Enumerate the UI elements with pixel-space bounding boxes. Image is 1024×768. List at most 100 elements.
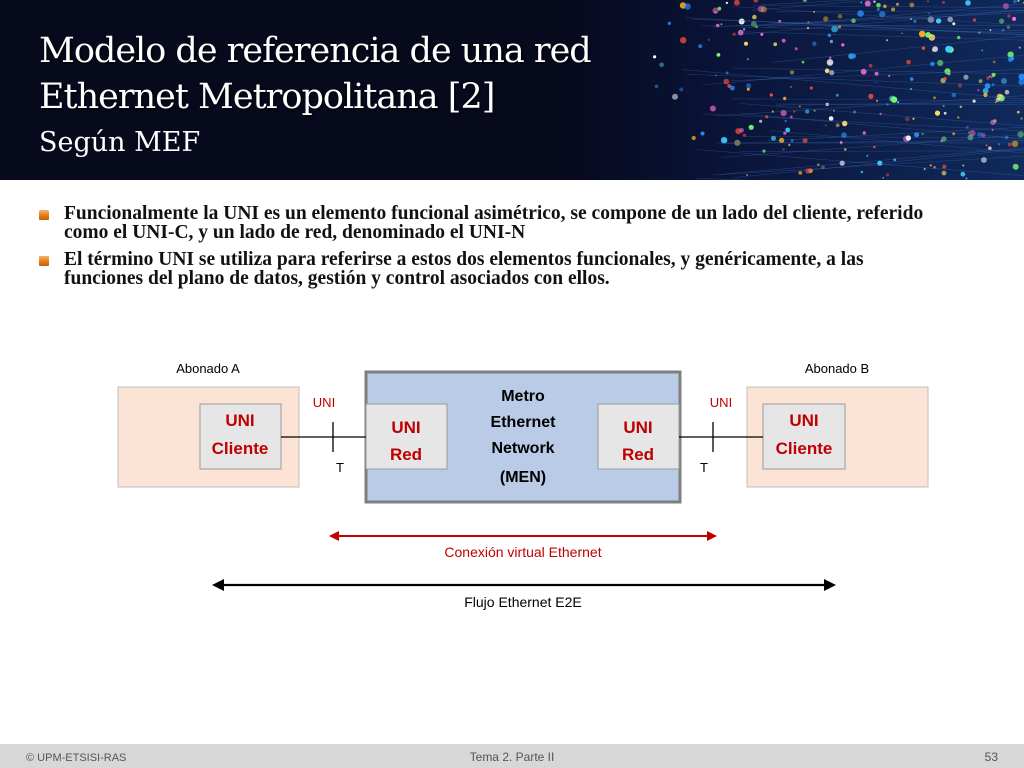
- fiber-light-dot: [1001, 78, 1007, 84]
- fiber-light-dot: [798, 171, 803, 175]
- fiber-light-dot: [1001, 28, 1005, 32]
- t-b-label: T: [700, 460, 708, 475]
- fiber-strand: [770, 130, 1024, 154]
- fiber-light-dot: [716, 53, 721, 57]
- fiber-light-dot: [837, 14, 843, 19]
- fiber-light-dot: [883, 4, 887, 9]
- fiber-dots: [653, 0, 1024, 180]
- men-line-2: Ethernet: [491, 414, 557, 431]
- fiber-strand: [767, 3, 1024, 28]
- fiber-light-dot: [909, 2, 915, 8]
- fiber-light-dot: [827, 33, 832, 37]
- fiber-light-dot: [725, 71, 729, 75]
- slide-header: Modelo de referencia de una red Ethernet…: [0, 0, 1024, 180]
- fiber-light-dot: [1012, 163, 1019, 170]
- fiber-light-dot: [829, 39, 833, 44]
- fiber-light-dot: [760, 32, 764, 36]
- fiber-strand: [760, 5, 1024, 8]
- fiber-light-dot: [957, 116, 960, 119]
- fiber-light-dot: [720, 137, 728, 144]
- fiber-light-dot: [897, 101, 900, 104]
- fiber-light-dot: [707, 38, 710, 42]
- fiber-light-dot: [813, 109, 816, 112]
- fiber-light-dot: [712, 7, 719, 14]
- fiber-light-dot: [978, 79, 983, 83]
- fiber-light-dot: [771, 135, 776, 141]
- fiber-light-dot: [860, 68, 867, 75]
- fiber-light-dot: [748, 124, 754, 130]
- fiber-light-dot: [1007, 56, 1013, 62]
- fiber-light-dot: [972, 18, 977, 22]
- fiber-light-dot: [853, 110, 856, 114]
- fiber-light-dot: [679, 87, 684, 92]
- fiber-light-dot: [868, 93, 874, 99]
- uni-network-b-box: [597, 403, 680, 470]
- bullet-item: Funcionalmente la UNI es un elemento fun…: [0, 204, 1024, 242]
- fiber-light-dot: [759, 119, 763, 123]
- fiber-light-dot: [940, 139, 944, 143]
- men-line-3: Network: [491, 440, 554, 457]
- fiber-light-dot: [659, 62, 664, 68]
- fiber-light-dot: [877, 160, 883, 166]
- fiber-light-dot: [981, 49, 984, 52]
- footer-course-text: Tema 2. Parte II: [469, 750, 555, 764]
- fiber-strand: [767, 126, 1024, 142]
- fiber-light-dot: [738, 18, 745, 25]
- bullet-square-icon: [39, 256, 49, 266]
- fiber-strand: [743, 12, 1024, 27]
- fiber-light-dot: [943, 111, 947, 115]
- fiber-light-dot: [1007, 14, 1011, 18]
- fiber-light-dot: [746, 83, 752, 89]
- fiber-light-dot: [992, 60, 996, 64]
- fiber-light-dot: [860, 170, 864, 174]
- uni-client-b-line1: UNI: [789, 411, 818, 430]
- fiber-light-dot: [826, 59, 834, 66]
- fiber-light-dot: [991, 83, 995, 87]
- fiber-light-dot: [927, 16, 935, 23]
- fiber-light-dot: [771, 110, 774, 113]
- fiber-light-dot: [895, 2, 900, 6]
- fiber-strand: [686, 74, 1024, 87]
- fiber-strand: [720, 134, 1024, 158]
- fiber-light-dot: [982, 88, 989, 94]
- fiber-light-dot: [809, 86, 813, 90]
- fiber-light-dot: [723, 78, 730, 85]
- e2e-flow-label: Flujo Ethernet E2E: [464, 594, 582, 610]
- fiber-light-dot: [653, 55, 657, 59]
- fiber-light-dot: [951, 92, 956, 98]
- fiber-light-dot: [700, 131, 705, 136]
- fiber-light-dot: [882, 177, 884, 179]
- fiber-light-dot: [945, 45, 952, 53]
- fiber-light-dot: [879, 11, 886, 18]
- fiber-strand: [681, 69, 1024, 100]
- bullet-square-icon: [39, 210, 49, 220]
- fiber-light-dot: [734, 0, 740, 6]
- fiber-light-dot: [780, 109, 787, 117]
- fiber-light-dot: [832, 109, 835, 112]
- fiber-light-dot: [866, 154, 869, 157]
- fiber-light-dot: [928, 34, 936, 41]
- fiber-light-dot: [785, 127, 791, 133]
- fiber-light-dot: [823, 16, 829, 22]
- fiber-light-dot: [921, 132, 924, 136]
- fiber-light-dot: [879, 112, 882, 116]
- fiber-light-dot: [952, 132, 956, 136]
- fiber-light-dot: [783, 96, 787, 101]
- fiber-light-dot: [921, 46, 926, 50]
- fiber-light-dot: [962, 164, 965, 167]
- fiber-light-dot: [999, 18, 1005, 24]
- fiber-light-dot: [933, 96, 936, 100]
- fiber-strand: [719, 155, 1024, 175]
- fiber-light-dot: [842, 120, 848, 127]
- fiber-light-dot: [941, 170, 947, 176]
- fiber-light-dot: [851, 18, 856, 24]
- fiber-light-dot: [684, 3, 691, 10]
- uni-network-a-line1: UNI: [391, 418, 420, 437]
- uni-client-b-box: [762, 403, 846, 470]
- fiber-light-dot: [746, 87, 750, 91]
- fiber-light-dot: [807, 21, 810, 24]
- fiber-light-dot: [782, 148, 785, 151]
- fiber-light-dot: [910, 18, 912, 20]
- fiber-light-dot: [1012, 16, 1017, 21]
- uni-a-label: UNI: [313, 395, 335, 410]
